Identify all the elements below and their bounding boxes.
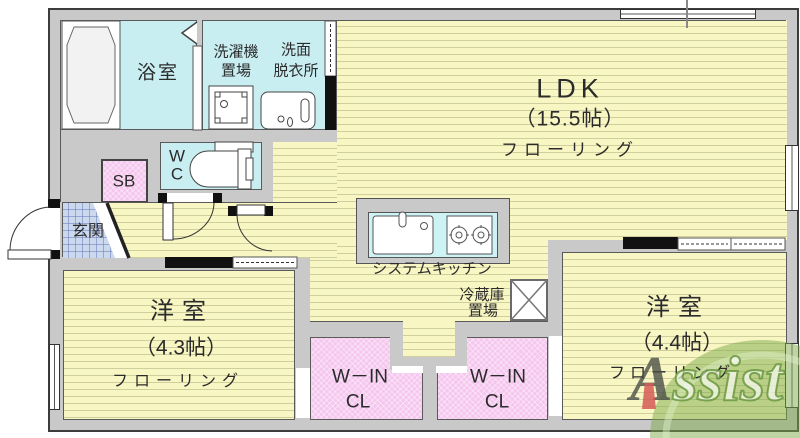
closet-left-label-1: W－IN xyxy=(332,366,388,388)
window-ldk-right xyxy=(785,145,799,211)
closet-right-label-2: CL xyxy=(484,391,510,413)
bedroom-left-closet-doorway xyxy=(296,368,310,418)
fridge-space xyxy=(510,279,548,321)
wc-label-1: W xyxy=(168,146,186,166)
bath-label: 浴室 xyxy=(136,62,180,84)
bedroom-left-name: 洋室 xyxy=(150,298,214,325)
bedroom-right-floor: フローリング xyxy=(608,365,736,382)
bedroom-right-name: 洋室 xyxy=(646,294,710,321)
window-bedroom-left xyxy=(49,344,60,410)
window-bedroom-right xyxy=(785,343,799,408)
entrance-label: 玄関 xyxy=(71,223,105,240)
kitchen-counter xyxy=(368,212,498,258)
fridge-label-2: 置場 xyxy=(467,302,499,320)
closet-right-doorway xyxy=(436,366,467,373)
wc-doorway xyxy=(166,193,214,202)
ldk-name: LDK xyxy=(536,73,604,104)
shoe-box-label: SB xyxy=(112,171,136,191)
laundry-label-2: 置場 xyxy=(220,62,252,80)
ldk-size: （15.5帖） xyxy=(514,107,626,131)
washroom-label-2: 脱衣所 xyxy=(273,62,319,80)
closet-left-doorway xyxy=(392,366,423,373)
bedroom-right-closet-doorway xyxy=(549,336,562,416)
ldk-floor: フローリング xyxy=(501,140,639,160)
washroom-label-1: 洗面 xyxy=(280,41,312,59)
bedroom-left-size: （4.3帖） xyxy=(134,336,228,360)
wc-label-2: C xyxy=(170,164,184,184)
bedroom-left-floor: フローリング xyxy=(111,373,245,390)
bedroom-right-size: （4.4帖） xyxy=(630,331,724,355)
closet-left-label-2: CL xyxy=(345,391,371,413)
laundry-label-1: 洗濯機 xyxy=(213,43,259,61)
closet-right-label-1: W－IN xyxy=(470,366,526,388)
kitchen-label: システムキッチン xyxy=(372,260,492,278)
hall-floor-entrance xyxy=(105,202,337,258)
fridge-label-1: 冷蔵庫 xyxy=(459,286,505,304)
entrance-doorway xyxy=(48,208,60,250)
closet-notch-floor xyxy=(403,322,455,357)
window-top xyxy=(620,9,756,19)
